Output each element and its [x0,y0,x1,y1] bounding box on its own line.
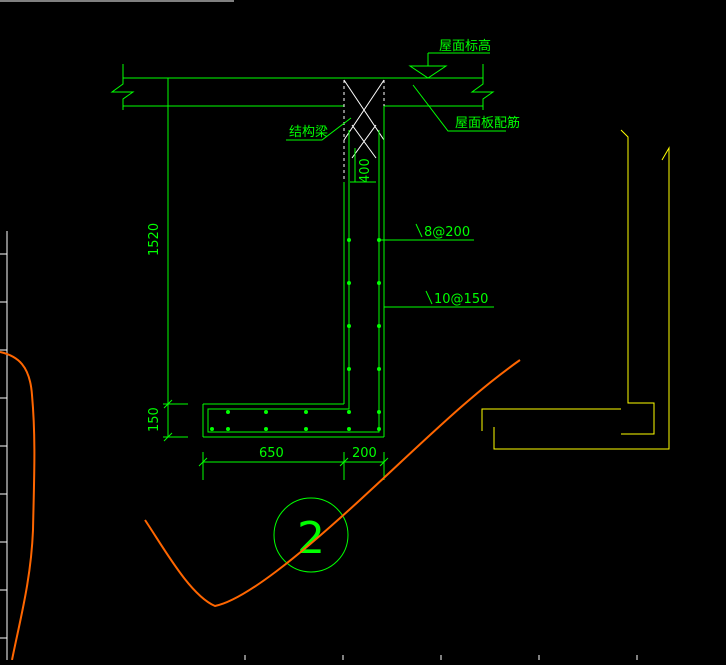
rebar-dot [304,410,308,414]
rebar-tick [415,223,423,238]
rebar-dot [226,410,230,414]
wall-height-text: 1520 [147,223,162,256]
beam-depth-text: 400 [358,158,373,183]
base-width-text: 650 [259,446,284,461]
detail-circle [273,497,349,573]
dim-tick [198,457,208,467]
rebar-dot [264,410,268,414]
structural-beam[interactable]: 结构梁 [286,79,385,180]
rebar-dot [347,410,351,414]
rebar-dot [377,410,381,414]
rebar-dot [264,427,268,431]
structural-beam-label: 结构梁 [289,125,328,140]
retaining-wall[interactable] [202,106,385,438]
rebar-dot [347,238,351,242]
rebar-8-200-label: 8@200 [424,225,470,240]
dim-tick [379,457,389,467]
check-markup-stroke [144,359,521,608]
rebar-dot [377,324,381,328]
roof-slab-rebar-label: 屋面板配筋 [455,115,520,131]
detail-number: 2 [297,513,325,564]
slab-break-left [110,64,135,110]
yellow-outer-shape [493,146,670,450]
yellow-inner-shape [620,129,655,435]
orange-markup[interactable] [0,351,521,661]
rebar-dot [377,281,381,285]
rebar-callout-8-200[interactable]: 8@200 [379,223,474,241]
detail-bubble[interactable]: 2 [273,497,349,573]
rebar-cage [207,130,380,433]
rebar-dot [377,427,381,431]
rebar-dots [210,238,381,431]
base-width-dimensions[interactable]: 650 200 [198,446,389,480]
roof-elevation-marker[interactable]: 屋面标高 [408,38,491,79]
rebar-callout-10-150[interactable]: 10@150 [384,290,494,308]
rebar-tick [425,290,433,305]
dim-tick [163,432,173,442]
wall-thickness-text: 200 [352,446,377,461]
beam-cross-line [351,124,377,159]
base-thickness-text: 150 [147,407,162,432]
rebar-dot [377,367,381,371]
viewport-frame [0,0,638,660]
beam-cross-line [343,79,385,141]
rebar-10-150-label: 10@150 [434,292,488,307]
rebar-dot [347,281,351,285]
slab-break-right [470,64,495,110]
rebar-dot [226,427,230,431]
roof-slab[interactable] [110,64,495,110]
slab-rebar-leader [412,84,506,132]
left-markup-stroke [0,351,36,661]
rebar-dot [347,324,351,328]
dim-tick [339,457,349,467]
rebar-dot [347,427,351,431]
rebar-dot [210,427,214,431]
yellow-outline[interactable] [481,129,670,450]
yellow-base-shape [481,408,621,431]
wall-height-dimension[interactable]: 1520 150 [147,78,188,442]
rebar-dot [304,427,308,431]
rebar-dot [347,367,351,371]
elevation-triangle [408,65,448,79]
beam-depth-dimension[interactable]: 400 [350,148,376,183]
roof-elevation-label: 屋面标高 [439,38,491,54]
roof-slab-rebar-callout[interactable]: 屋面板配筋 [412,84,520,132]
beam-leader [286,117,352,141]
dim-tick [163,399,173,409]
